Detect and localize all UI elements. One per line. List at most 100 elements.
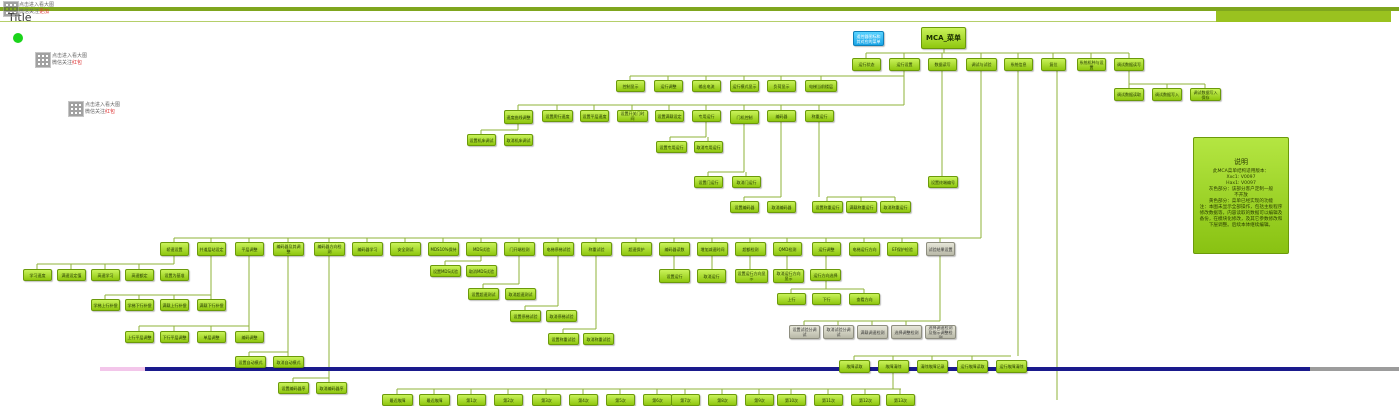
- menu-node[interactable]: 设置运行方向显示: [735, 269, 768, 283]
- menu-node[interactable]: 故障清除: [878, 360, 909, 373]
- menu-node[interactable]: 取消超速测试: [505, 288, 536, 300]
- menu-node[interactable]: 满载上行补偿: [160, 299, 189, 311]
- menu-node[interactable]: 学梯下行补偿: [125, 299, 154, 311]
- menu-node[interactable]: 满载下行补偿: [197, 299, 226, 311]
- menu-node[interactable]: 高速额定: [125, 269, 154, 281]
- menu-node[interactable]: 门机控制: [730, 110, 759, 124]
- menu-node[interactable]: 复位: [1041, 58, 1066, 71]
- menu-node[interactable]: 运行设置: [889, 58, 920, 71]
- menu-node[interactable]: 运行方向选择: [810, 269, 841, 281]
- menu-node[interactable]: 第10次: [777, 394, 806, 406]
- menu-node[interactable]: 取消自动模式: [273, 356, 304, 368]
- menu-node[interactable]: 设置超速测试: [468, 288, 499, 300]
- remote-badge[interactable]: 遥控器图标和其对应的菜单: [853, 31, 884, 46]
- menu-node[interactable]: 第7次: [671, 394, 700, 406]
- menu-node[interactable]: 设置试验分调试: [789, 325, 820, 339]
- menu-node[interactable]: 取消运行: [697, 269, 726, 283]
- menu-node[interactable]: 系统信息: [1004, 58, 1033, 71]
- menu-node[interactable]: 系统机种与设置: [1077, 58, 1106, 71]
- menu-node[interactable]: 增加减速时间: [697, 242, 728, 256]
- menu-node[interactable]: 学习速度: [23, 269, 52, 281]
- menu-node[interactable]: 编码调整: [235, 331, 264, 343]
- menu-node[interactable]: 超速保护: [621, 242, 652, 256]
- menu-node[interactable]: 电梯当前楼层: [805, 80, 837, 92]
- menu-node[interactable]: 设置开关门时间: [617, 110, 648, 122]
- menu-node[interactable]: 编码器方向检测: [314, 242, 345, 256]
- menu-node[interactable]: 电梯停梯试验: [543, 242, 574, 256]
- menu-node[interactable]: 第8次: [708, 394, 737, 406]
- menu-node[interactable]: 取消机床调试: [504, 134, 533, 146]
- menu-node[interactable]: 第5次: [606, 394, 635, 406]
- menu-node[interactable]: 第9次: [745, 394, 774, 406]
- menu-node[interactable]: 第4次: [569, 394, 598, 406]
- menu-node[interactable]: MDS试验: [466, 242, 497, 256]
- menu-node[interactable]: 满载称重运行: [846, 201, 877, 213]
- menu-node[interactable]: 设置编码器序: [278, 382, 309, 394]
- menu-node[interactable]: 取消试验分调试: [823, 325, 854, 339]
- menu-node[interactable]: 设置MDS试验: [430, 265, 461, 277]
- menu-node[interactable]: 清除故障记录: [917, 360, 948, 373]
- menu-node[interactable]: 编码器读数: [659, 242, 690, 256]
- menu-node[interactable]: 输出电流: [692, 80, 721, 92]
- menu-node[interactable]: 调试数据写入保存: [1190, 88, 1221, 101]
- menu-node[interactable]: 取消编码器: [767, 201, 796, 213]
- menu-node[interactable]: 取消门运行: [732, 176, 761, 188]
- menu-node[interactable]: 最近故障: [419, 394, 450, 406]
- menu-node[interactable]: 安全测试: [390, 242, 421, 256]
- menu-node[interactable]: 设置终端编号: [928, 176, 958, 188]
- menu-node[interactable]: 电梯运行方向: [849, 242, 880, 256]
- menu-node[interactable]: 设置自动模式: [235, 356, 266, 368]
- menu-node[interactable]: 下行: [812, 293, 841, 305]
- menu-node[interactable]: 取消称重运行: [880, 201, 911, 213]
- menu-node[interactable]: 设置称重运行: [812, 201, 843, 213]
- menu-node[interactable]: 满速设定值: [57, 269, 86, 281]
- menu-node[interactable]: 运行调整: [812, 242, 841, 256]
- menu-node[interactable]: 设置停梯试验: [510, 310, 541, 322]
- menu-node[interactable]: 井道层站设定: [197, 242, 226, 256]
- menu-node[interactable]: 高速学习: [91, 269, 120, 281]
- menu-node[interactable]: 第12次: [851, 394, 880, 406]
- menu-node[interactable]: 第11次: [814, 394, 843, 406]
- menu-node[interactable]: 设置专用运行: [656, 141, 687, 153]
- menu-node[interactable]: 门开端检测: [504, 242, 535, 256]
- menu-node[interactable]: 上行: [777, 293, 806, 305]
- menu-node[interactable]: 编码器及其调整: [273, 242, 304, 256]
- menu-node[interactable]: 运行调整: [654, 80, 683, 92]
- menu-node[interactable]: 取消停梯试验: [546, 310, 577, 322]
- menu-node[interactable]: 试验结果设置: [926, 242, 955, 256]
- menu-node[interactable]: 运行状态: [852, 58, 881, 71]
- menu-node[interactable]: 运行故障读取: [957, 360, 988, 373]
- menu-node[interactable]: 设置编码器: [730, 201, 759, 213]
- menu-node[interactable]: 设置满载设定: [655, 110, 684, 122]
- menu-node[interactable]: 查看方向: [849, 293, 880, 305]
- menu-node[interactable]: 设置门运行: [694, 176, 723, 188]
- menu-node[interactable]: 第13次: [886, 394, 915, 406]
- menu-node[interactable]: 下行平层调整: [160, 331, 189, 343]
- menu-node[interactable]: 学梯上行补偿: [91, 299, 120, 311]
- menu-node[interactable]: 速度曲线调整: [504, 110, 533, 124]
- menu-node[interactable]: 取消专用运行: [694, 141, 723, 153]
- menu-node[interactable]: QMD检测: [773, 242, 802, 256]
- menu-node[interactable]: 选择调整检测: [891, 325, 922, 339]
- menu-node[interactable]: EF保护检验: [887, 242, 918, 256]
- menu-node[interactable]: 取消MDS试验: [466, 265, 497, 277]
- menu-node[interactable]: 平层调整: [235, 242, 264, 256]
- menu-node[interactable]: 调试与试验: [966, 58, 997, 71]
- menu-node[interactable]: 编码器学习: [352, 242, 383, 256]
- menu-node[interactable]: 设置机床调试: [467, 134, 496, 146]
- menu-node[interactable]: 最近故障: [382, 394, 413, 406]
- menu-node[interactable]: 满载调速检测: [857, 325, 888, 339]
- menu-node[interactable]: 专用运行: [692, 110, 721, 122]
- menu-node[interactable]: 运行故障清除: [996, 360, 1027, 373]
- menu-node[interactable]: 取消运行方向显示: [773, 269, 804, 283]
- menu-node[interactable]: 负荷显示: [767, 80, 796, 92]
- menu-node[interactable]: 上行平层调整: [125, 331, 154, 343]
- menu-node[interactable]: 设置爬行速度: [542, 110, 573, 122]
- menu-node[interactable]: 调试数据读取: [1114, 88, 1144, 101]
- menu-node[interactable]: 称重试验: [581, 242, 612, 256]
- menu-node[interactable]: 设置称重试验: [548, 333, 579, 345]
- menu-node[interactable]: 选择调速检测及指示调整检测: [925, 325, 956, 339]
- menu-node[interactable]: MDS10%保持: [428, 242, 459, 256]
- root-node[interactable]: MCA_菜单: [921, 27, 966, 49]
- menu-node[interactable]: 数据读写: [928, 58, 957, 71]
